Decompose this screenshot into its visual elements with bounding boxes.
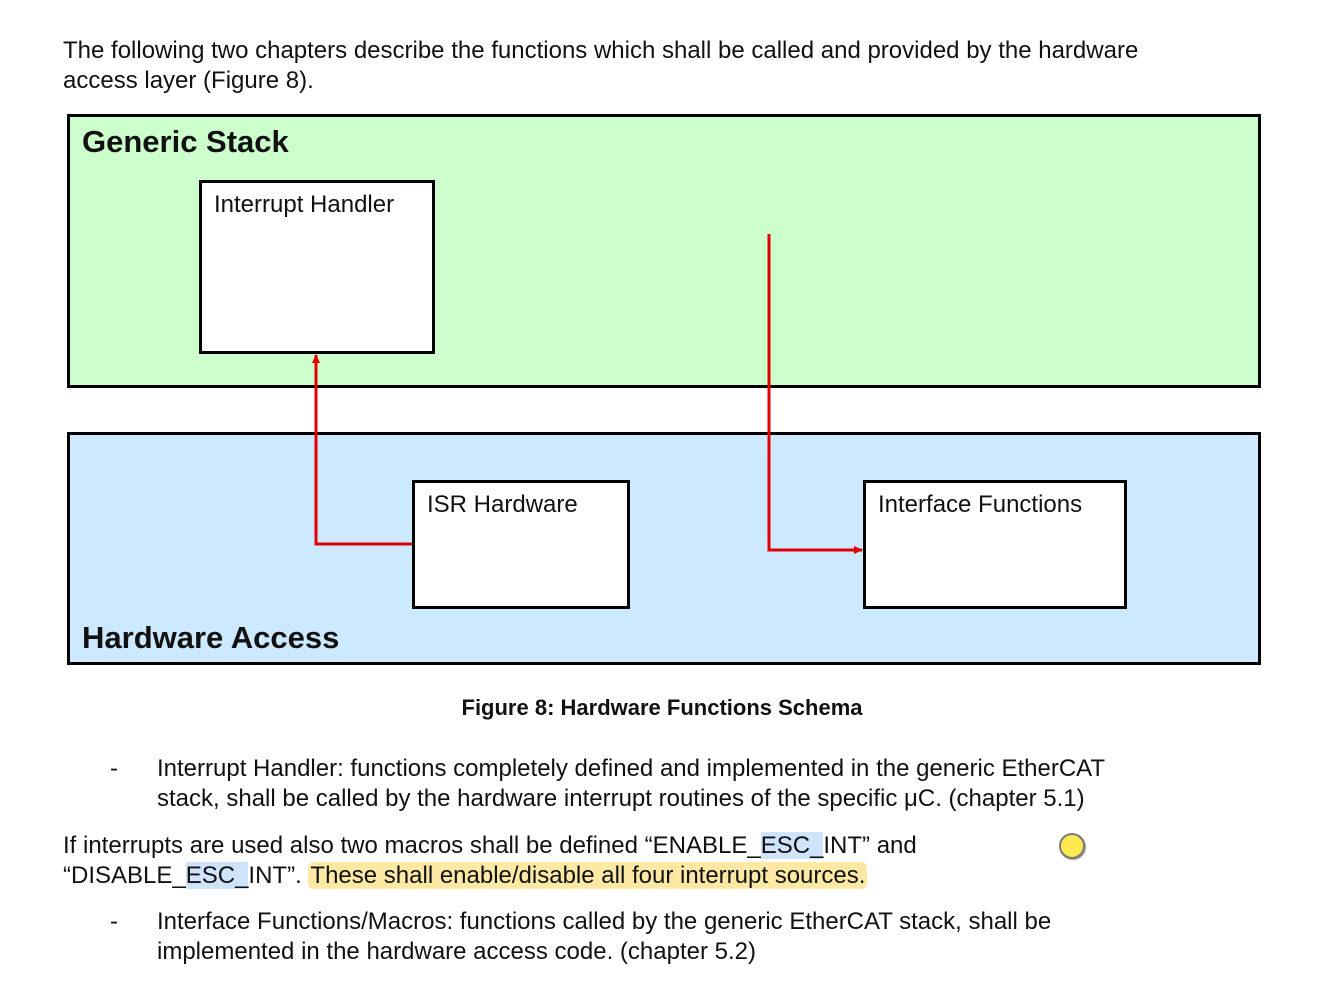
comment-note-icon[interactable] <box>1059 833 1085 859</box>
intro-line-1: The following two chapters describe the … <box>63 37 1139 64</box>
interrupt-handler-node: Interrupt Handler <box>199 180 435 354</box>
bullet-interface-functions: Interface Functions/Macros: functions ca… <box>157 907 1267 967</box>
macros-line-1: If interrupts are used also two macros s… <box>63 831 1063 861</box>
bullet-1-line-1: Interrupt Handler: functions completely … <box>157 755 1106 782</box>
macros-text: INT” and <box>823 832 917 859</box>
macros-text: If interrupts are used also two macros s… <box>63 832 761 859</box>
interface-functions-label: Interface Functions <box>878 491 1083 518</box>
figure-caption: Figure 8: Hardware Functions Schema <box>461 695 863 720</box>
bullet-2-line-2: implemented in the hardware access code.… <box>157 938 756 965</box>
intro-line-2: access layer (Figure 8). <box>63 67 314 94</box>
bullet-interrupt-handler: Interrupt Handler: functions completely … <box>157 754 1267 814</box>
hardware-access-label: Hardware Access <box>82 620 340 655</box>
interrupt-handler-label: Interrupt Handler <box>214 191 395 218</box>
bullet-2-line-1: Interface Functions/Macros: functions ca… <box>157 908 1052 935</box>
isr-to-interrupt-handler-arrow <box>312 354 412 546</box>
bullet-marker: - <box>110 908 118 935</box>
macros-text: INT”. <box>248 862 309 889</box>
selected-text[interactable]: ESC_ <box>185 862 249 889</box>
bullet-marker: - <box>110 755 118 782</box>
isr-hardware-label: ISR Hardware <box>427 491 578 518</box>
macros-text: “DISABLE_ <box>63 862 186 889</box>
stack-to-interface-functions-arrow <box>767 234 863 554</box>
interface-functions-node: Interface Functions <box>863 480 1127 609</box>
generic-stack-label: Generic Stack <box>82 124 289 159</box>
isr-hardware-node: ISR Hardware <box>412 480 630 609</box>
macros-paragraph: If interrupts are used also two macros s… <box>63 831 1063 891</box>
macros-line-2: “DISABLE_ESC_INT”. These shall enable/di… <box>63 861 1063 891</box>
selected-text[interactable]: ESC_ <box>760 832 824 859</box>
highlighted-text[interactable]: These shall enable/disable all four inte… <box>308 862 868 889</box>
bullet-1-line-2: stack, shall be called by the hardware i… <box>157 785 1085 812</box>
intro-paragraph: The following two chapters describe the … <box>63 36 1263 96</box>
